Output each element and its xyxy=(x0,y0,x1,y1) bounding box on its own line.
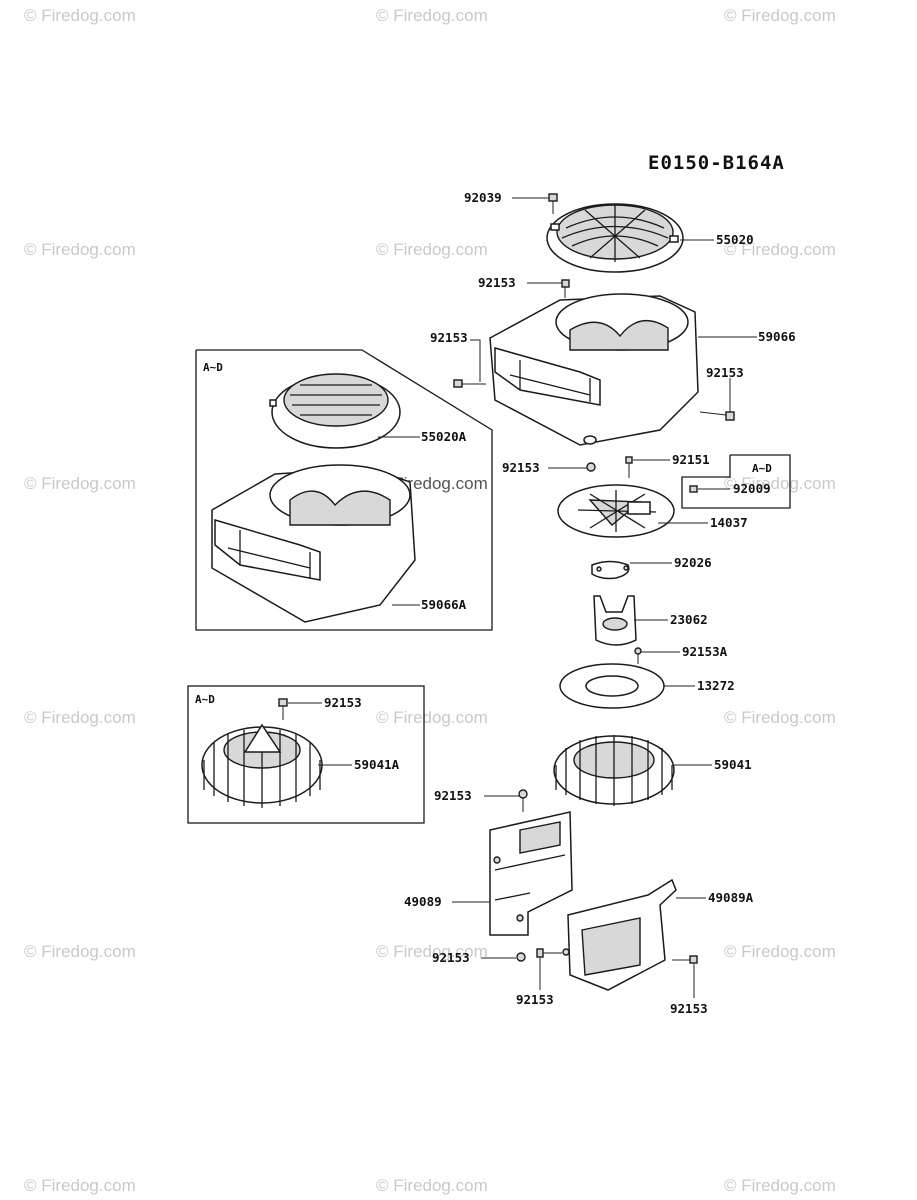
bolt-icon xyxy=(536,948,562,958)
variant-label: A~D xyxy=(195,693,215,706)
bolt-icon xyxy=(672,955,698,964)
watermark: © Firedog.com xyxy=(376,1176,488,1195)
bracket-23062 xyxy=(593,595,637,646)
part-label: 92039 xyxy=(464,190,502,205)
bolt-icon xyxy=(278,698,288,720)
variant-label: A~D xyxy=(203,361,223,374)
rotating-screen-55020 xyxy=(546,203,684,273)
part-label: 92151 xyxy=(672,452,710,467)
part-label: 55020 xyxy=(716,232,754,247)
bolt-icon xyxy=(548,193,558,214)
bolt-icon xyxy=(453,379,486,388)
watermark: © Firedog.com xyxy=(724,942,836,961)
watermark: © Firedog.com xyxy=(24,1176,136,1195)
fan-cover-49089 xyxy=(489,811,573,936)
part-label: 49089 xyxy=(404,894,442,909)
variant-box-screw: A~D xyxy=(681,454,791,509)
variant-box-housing: A~D xyxy=(195,349,493,631)
watermark: © Firedog.com xyxy=(24,708,136,727)
watermark: © Firedog.com xyxy=(724,6,836,25)
bolt-icon xyxy=(518,789,528,812)
watermark: © Firedog.com xyxy=(24,6,136,25)
part-label: 14037 xyxy=(710,515,748,530)
bolt-icon xyxy=(689,485,698,493)
part-label: 59041A xyxy=(354,757,400,772)
part-label: 59066 xyxy=(758,329,796,344)
part-label: 59066A xyxy=(421,597,467,612)
part-label: 92153 xyxy=(502,460,540,475)
cooling-plate-14037 xyxy=(557,484,675,538)
part-label: 92153 xyxy=(516,992,554,1007)
clip-92026 xyxy=(591,560,630,580)
part-label: 92153 xyxy=(430,330,468,345)
part-label: 92153 xyxy=(706,365,744,380)
watermark: © Firedog.com xyxy=(376,942,488,961)
bolt-icon xyxy=(586,462,596,472)
watermark: © Firedog.com xyxy=(24,240,136,259)
blower-housing-59066A xyxy=(211,464,416,623)
watermark: © Firedog.com xyxy=(724,1176,836,1195)
part-label: 92153 xyxy=(670,1001,708,1016)
bolt-icon xyxy=(561,279,570,298)
part-label: 13272 xyxy=(697,678,735,693)
bolt-icon xyxy=(516,952,526,962)
part-label: 55020A xyxy=(421,429,467,444)
watermark: © Firedog.com xyxy=(724,474,836,493)
part-label: 92153 xyxy=(478,275,516,290)
part-label: 92009 xyxy=(733,481,771,496)
rotating-screen-55020A xyxy=(269,373,401,449)
watermark: © Firedog.com xyxy=(376,6,488,25)
part-label: 92153 xyxy=(324,695,362,710)
part-label: 59041 xyxy=(714,757,752,772)
variant-label: A~D xyxy=(752,462,772,475)
fan-59041A xyxy=(201,723,323,808)
watermark: © Firedog.com xyxy=(24,474,136,493)
watermark: © Firedog.com xyxy=(376,708,488,727)
part-label: 92026 xyxy=(674,555,712,570)
bolt-icon xyxy=(699,411,735,421)
fan-59041 xyxy=(553,735,675,806)
part-label: 92153 xyxy=(432,950,470,965)
fan-cover-49089A xyxy=(562,878,677,991)
bolt-icon xyxy=(625,456,633,478)
part-label: 92153A xyxy=(682,644,728,659)
diagram-code: E0150-B164A xyxy=(648,152,785,174)
part-label: 23062 xyxy=(670,612,708,627)
watermark: © Firedog.com xyxy=(724,708,836,727)
watermark: © Firedog.com xyxy=(376,240,488,259)
part-label: 92153 xyxy=(434,788,472,803)
watermark: © Firedog.com xyxy=(24,942,136,961)
watermark: © Firedog.com xyxy=(724,240,836,259)
plate-13272 xyxy=(559,647,665,709)
part-label: 49089A xyxy=(708,890,754,905)
variant-box-fan: A~D xyxy=(187,685,425,824)
blower-housing-59066 xyxy=(489,293,699,446)
